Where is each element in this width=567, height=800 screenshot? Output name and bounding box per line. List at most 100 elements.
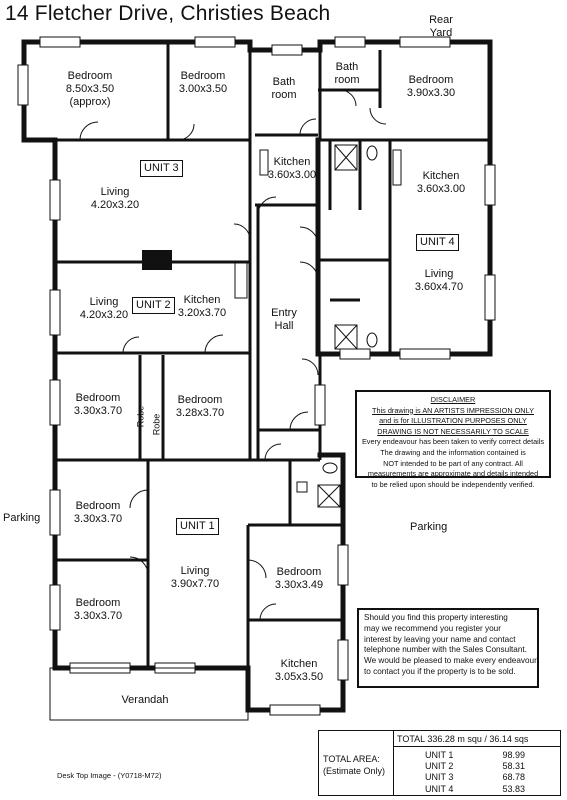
fixtures [234,144,402,508]
disclaimer-line1: This drawing is AN ARTISTS IMPRESSION ON… [372,405,534,415]
room-dims: 4.20x3.20 [79,309,129,321]
room-bedroom-2: Bedroom 3.00x3.50 [168,70,238,96]
notice-line: to contact you if the property is to be … [364,666,516,676]
room-name: Bedroom [75,597,121,609]
notice-line: may we recommend you register your [364,623,501,633]
room-dims: 3.30x3.70 [73,405,123,417]
room-name: Bedroom [75,392,121,404]
room-bedroom-u1c: Bedroom 3.30x3.49 [264,566,334,592]
area-unit: UNIT 1 [425,750,454,760]
room-bath-1: Bath room [258,76,310,102]
room-name: Bedroom [276,566,322,578]
room-name: Living [89,296,119,308]
room-name: Bedroom [408,74,454,86]
room-dims: 3.28x3.70 [175,407,225,419]
room-name-line2: room [271,89,297,101]
unit-2-label: UNIT 2 [132,297,175,314]
area-unit: UNIT 3 [425,772,454,783]
robe-label-1: Robe [135,405,146,428]
room-name: Kitchen [273,156,311,168]
room-living-u3: Living 4.20x3.20 [80,186,150,212]
parking-left-label: Parking [3,512,41,524]
disclaimer-heading: DISCLAIMER [430,395,476,404]
fireplace [142,250,172,270]
area-label: TOTAL AREA: [323,754,380,764]
area-row: UNIT 4 53.83 [425,784,525,795]
area-heading: TOTAL AREA: (Estimate Only) [323,753,385,777]
unit-3-label: UNIT 3 [140,160,183,177]
room-kitchen-mid: Kitchen 3.60x3.00 [262,156,322,182]
disclaimer-line6: NOT intended to be part of any contract.… [383,458,523,468]
room-dims: 3.60x3.00 [416,183,466,195]
robe-label-2: Robe [151,413,162,436]
footer-reference: Desk Top Image - (Y0718-M72) [57,771,162,780]
room-bedroom-1: Bedroom 8.50x3.50 (approx) [54,70,126,109]
room-living-u4: Living 3.60x4.70 [404,268,474,294]
area-value: 68.78 [502,772,525,783]
disclaimer-line8: to be relied upon should be independentl… [371,479,535,489]
room-name: Bedroom [67,70,113,82]
room-dims: 8.50x3.50 [65,83,115,95]
area-value: 53.83 [502,783,525,794]
doors [79,89,387,621]
room-kitchen-u1: Kitchen 3.05x3.50 [264,658,334,684]
area-table-divider [393,731,394,795]
room-kitchen-u2: Kitchen 3.20x3.70 [172,294,232,320]
area-table: TOTAL 336.28 m squ / 36.14 sqs TOTAL ARE… [318,730,561,796]
room-name: Living [180,565,210,577]
room-name: Bedroom [75,500,121,512]
rear-yard-line2: Yard [429,27,453,39]
disclaimer-box: DISCLAIMER This drawing is AN ARTISTS IM… [355,390,551,489]
notice-line: interest by leaving your name and contac… [364,634,516,644]
disclaimer-line5: The drawing and the information containe… [380,447,526,457]
unit-4-label: UNIT 4 [416,234,459,251]
disclaimer-line2: and is for ILLUSTRATION PURPOSES ONLY [379,416,527,426]
room-dims: 4.20x3.20 [90,199,140,211]
room-name: Bath [272,76,296,88]
interior-walls [24,42,490,668]
room-dims: 3.60x4.70 [414,281,464,293]
room-bedroom-u2a: Bedroom 3.30x3.70 [64,392,132,418]
disclaimer-line3: DRAWING IS NOT NECESSARILY TO SCALE [377,426,529,436]
room-dims: 3.00x3.50 [178,83,228,95]
verandah-label: Verandah [121,694,169,706]
rear-yard-label: Rear Yard [420,14,462,40]
room-kitchen-u4: Kitchen 3.60x3.00 [406,170,476,196]
area-table-rule [393,746,560,747]
room-living-u1: Living 3.90x7.70 [160,565,230,591]
room-dims: 3.90x3.30 [406,87,456,99]
room-bedroom-u1b: Bedroom 3.30x3.70 [64,597,132,623]
room-name: Kitchen [422,170,460,182]
area-unit: UNIT 2 [425,761,454,772]
room-note: (approx) [69,96,111,108]
room-dims: 3.30x3.49 [274,579,324,591]
room-dims: 3.20x3.70 [177,307,227,319]
rear-yard-line1: Rear [429,14,453,26]
room-dims: 3.90x7.70 [170,578,220,590]
room-name: Kitchen [183,294,221,306]
room-bath-2: Bath room [324,61,370,87]
area-unit: UNIT 4 [425,783,454,794]
room-dims: 3.05x3.50 [274,671,324,683]
disclaimer-line7: measurements are approximate and details… [367,469,539,479]
interest-notice-box: Should you find this property interestin… [357,608,539,688]
area-value: 58.31 [502,761,525,772]
room-name-line2: Hall [274,320,294,332]
room-entry-hall: Entry Hall [262,307,306,333]
notice-line: Should you find this property interestin… [364,613,508,622]
room-name: Bath [335,61,359,73]
room-name: Living [424,268,454,280]
room-name-line2: room [334,74,360,86]
notice-line: We would be pleased to make every endeav… [364,656,537,666]
page-title: 14 Fletcher Drive, Christies Beach [5,2,331,25]
room-dims: 3.60x3.00 [267,169,317,181]
room-name: Bedroom [177,394,223,406]
room-dims: 3.30x3.70 [73,610,123,622]
disclaimer-line4: Every endeavour has been taken to verify… [361,437,545,447]
room-name: Kitchen [280,658,318,670]
room-bedroom-u4: Bedroom 3.90x3.30 [396,74,466,100]
parking-right-label: Parking [410,521,448,533]
